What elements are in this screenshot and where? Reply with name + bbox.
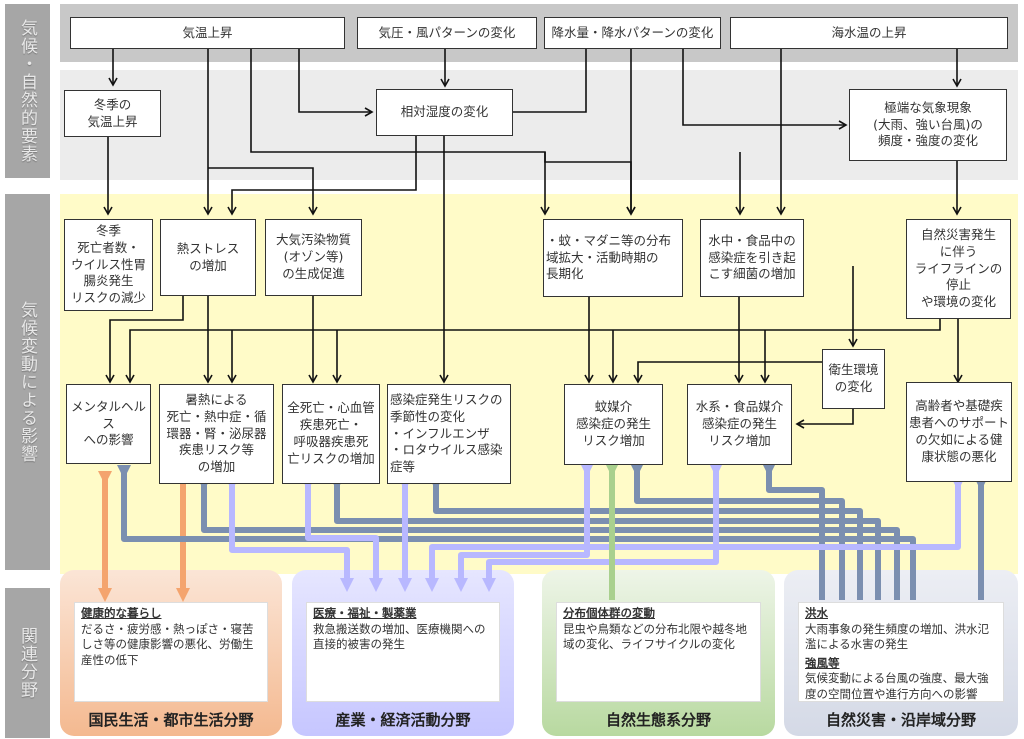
- link-humidity-heat: [227, 136, 417, 216]
- driver-temp-rise: 気温上昇: [70, 17, 345, 49]
- impact-cardio-resp: 全死亡・心血管 疾患死亡・ 呼吸器疾患死 亡リスクの増加: [282, 384, 380, 484]
- side-label-climate-factors: 気候・自然的要素: [5, 4, 50, 178]
- impact-elderly: 高齢者や基礎疾 患者へのサポート の欠如による健 康状態の悪化: [906, 382, 1012, 482]
- effect-disaster-lifeline: 自然災害発生 に伴う ライフラインの停止 や環境の変化: [906, 219, 1011, 319]
- link-sanitation-mosquito: [633, 361, 823, 384]
- sector-ecosystem: 分布個体群の変動 昆虫や鳥類などの分布北限や越冬地域の変化、ライフサイクルの変化…: [542, 570, 775, 736]
- sector-item-heading: 健康的な暮らし: [81, 606, 162, 620]
- driver-precipitation: 降水量・降水パターンの変化: [544, 17, 721, 49]
- side-label-impacts: 気候変動による影響: [5, 194, 50, 570]
- sector-disaster-detail: 洪水 大雨事象の発生頻度の増加、洪水氾濫による水害の発生 強風等 気候変動による…: [798, 602, 1004, 702]
- sector-item-text: だるさ・疲労感・熱っぽさ・寝苦しさ等の健康影響の悪化、労働生産性の低下: [81, 621, 254, 667]
- link-temp-to-heat2: [208, 167, 318, 216]
- impact-water-food-borne: 水系・食品媒介 感染症の発生 リスク増加: [687, 384, 792, 465]
- link-precip-humidity: [498, 48, 587, 117]
- link-temp-humidity: [298, 48, 374, 117]
- impact-heat-illness: 暑熱による 死亡・熱中症・循 環器・腎・泌尿器 疾患リスク等 の増加: [159, 384, 274, 484]
- sector-item-text: 昆虫や鳥類などの分布北限や越冬地域の変化、ライフサイクルの変化: [563, 621, 747, 652]
- factor-winter-temp: 冬季の 気温上昇: [64, 90, 161, 137]
- link-heat-mental: [105, 296, 184, 384]
- effect-bacteria: 水中・食品中の 感染症を引き起 こす細菌の増加: [700, 219, 804, 297]
- side-label-sectors: 関連分野: [5, 588, 50, 738]
- effect-air-pollution: 大気汚染物質 (オゾン等) の生成促進: [265, 219, 362, 296]
- sector-name: 産業・経済活動分野: [335, 711, 471, 729]
- sector-item-text: 大雨事象の発生頻度の増加、洪水氾濫による水害の発生: [805, 621, 989, 652]
- sector-industry-detail: 医療・福祉・製薬業 救急搬送数の増加、医療機関への直接的被害の発生: [306, 602, 500, 702]
- sector-name: 国民生活・都市生活分野: [88, 711, 254, 729]
- effect-winter-mortality: 冬季 死亡者数・ ウイルス性胃 腸炎発生 リスクの減少: [64, 219, 153, 311]
- arrow-purple: [301, 477, 383, 592]
- sector-item-heading: 洪水: [805, 606, 828, 620]
- sector-item-heading: 分布個体群の変動: [563, 606, 655, 620]
- sector-name: 自然災害・沿岸域分野: [825, 711, 976, 729]
- impact-mosquito-borne: 蚊媒介 感染症の発生 リスク増加: [564, 384, 663, 465]
- arrow-slate: [762, 463, 825, 600]
- sector-citizen-life: 健康的な暮らし だるさ・疲労感・熱っぽさ・寝苦しさ等の健康影響の悪化、労働生産性…: [60, 570, 282, 736]
- driver-sea-temp: 海水温の上昇: [730, 17, 1008, 49]
- impact-seasonality: 感染症発生リスクの 季節性の変化 ・インフルエンザ ・ロタウイルス感染 症等: [387, 384, 511, 484]
- sector-item-text: 救急搬送数の増加、医療機関への直接的被害の発生: [313, 621, 486, 652]
- sector-item-text: 気候変動による台風の強度、最大強度の空間位置や進行方向への影響: [805, 671, 989, 701]
- effect-heat-stress: 熱ストレス の増加: [160, 219, 256, 296]
- impact-mental-health: メンタルヘルス への影響: [66, 384, 151, 464]
- sector-citizen-life-detail: 健康的な暮らし だるさ・疲労感・熱っぽさ・寝苦しさ等の健康影響の悪化、労働生産性…: [74, 602, 268, 702]
- sector-item-heading: 強風等: [805, 655, 840, 670]
- arrow-purple: [482, 463, 723, 592]
- arrow-purple: [225, 477, 354, 592]
- factor-humidity: 相対湿度の変化: [376, 89, 513, 136]
- link-sanitation-water: [795, 408, 854, 429]
- effect-vectors: ・蚊・マダニ等の分布 域拡大・活動時期の 長期化: [543, 219, 683, 297]
- factor-extreme-weather: 極端な気象現象 (大雨、強い台風)の 頻度・強度の変化: [849, 89, 1007, 161]
- link-precip-extreme: [682, 48, 848, 130]
- driver-pressure-wind: 気圧・風パターンの変化: [357, 17, 537, 49]
- sector-industry: 医療・福祉・製薬業 救急搬送数の増加、医療機関への直接的被害の発生 産業・経済活…: [292, 570, 514, 736]
- sector-item-heading: 医療・福祉・製薬業: [313, 606, 417, 620]
- effect-sanitation: 衛生環境 の変化: [822, 349, 885, 409]
- sector-name: 自然生態系分野: [605, 711, 711, 729]
- sector-ecosystem-detail: 分布個体群の変動 昆虫や鳥類などの分布北限や越冬地域の変化、ライフサイクルの変化: [556, 602, 761, 702]
- link-disaster-bus: [125, 318, 941, 384]
